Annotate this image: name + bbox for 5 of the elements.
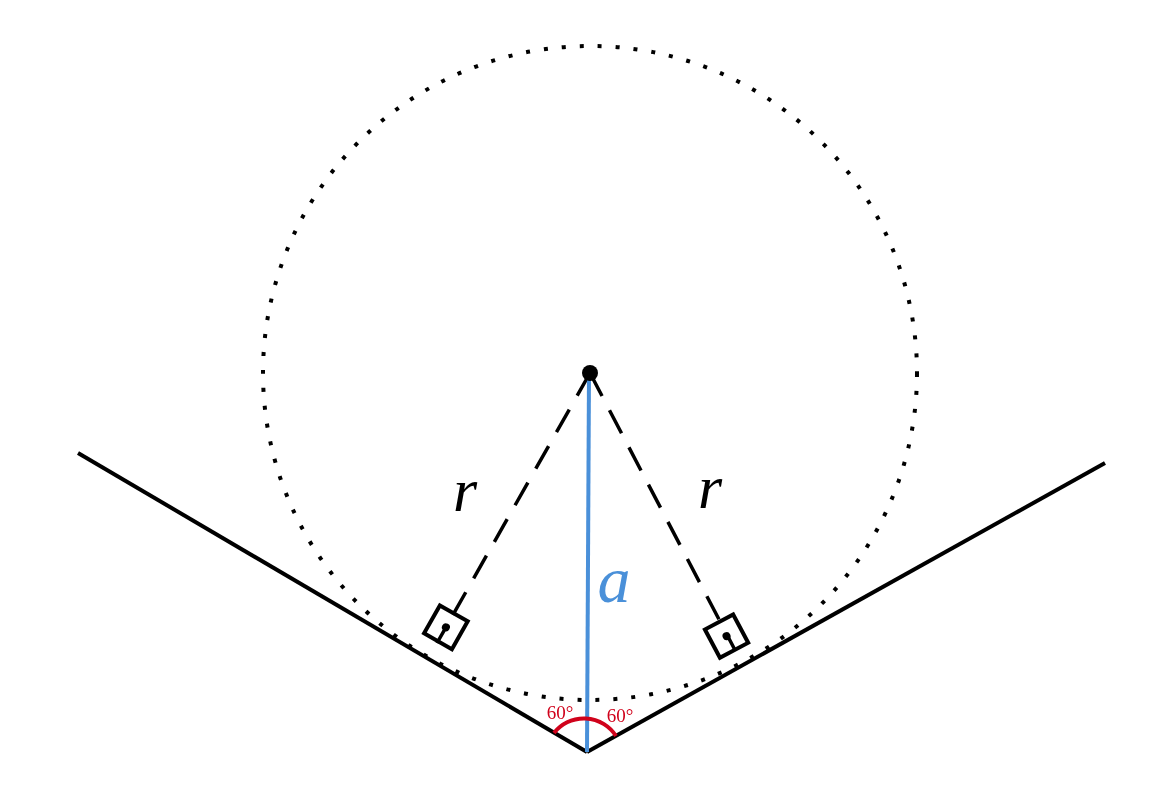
radius-label: r [452,459,478,521]
distance-label: a [597,547,631,613]
angle-label: 60° [546,702,574,722]
radius-label: r [697,456,723,518]
angle-label: 60° [606,705,634,725]
